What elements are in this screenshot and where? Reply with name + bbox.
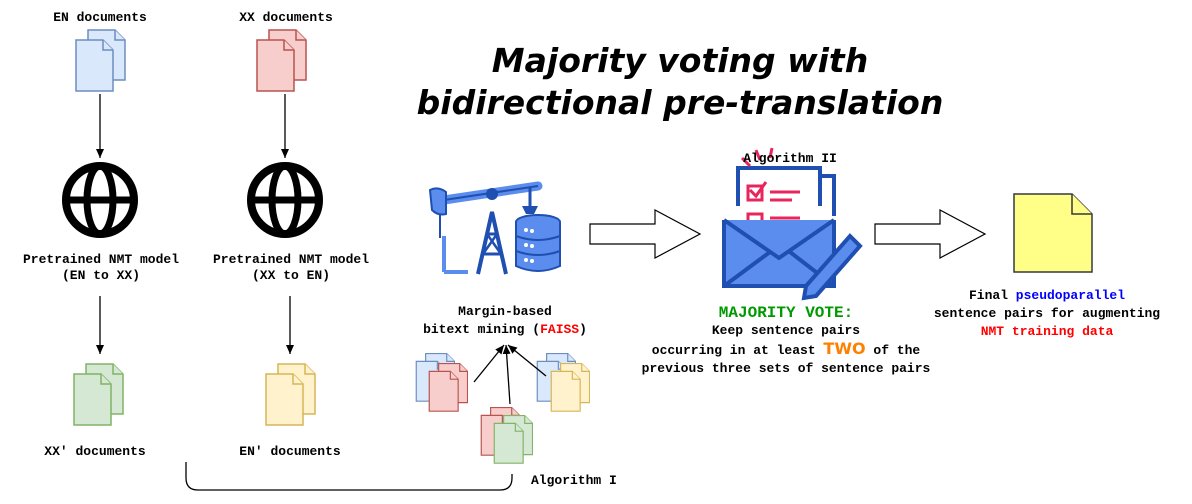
model-en-to-xx-line1: Pretrained NMT model	[22, 252, 180, 267]
oil-pump-database-icon	[428, 181, 561, 275]
globe-icon	[251, 166, 319, 234]
bracket-connector	[185, 462, 513, 491]
mining-line2: bitext mining (FAISS)	[423, 321, 587, 339]
final-output-text: Final pseudoparallel sentence pairs for …	[934, 287, 1160, 341]
model-xx-to-en-line2: (XX to EN)	[251, 268, 330, 283]
en-documents-label: EN documents	[53, 10, 147, 25]
vote-line3: previous three sets of sentence pairs	[641, 361, 931, 376]
final-line3: NMT training data	[980, 324, 1114, 339]
algorithm-1-label: Algorithm I	[531, 473, 617, 488]
diagram-title: Majority voting with bidirectional pre-t…	[417, 40, 944, 124]
majority-vote-heading: MAJORITY VOTE:	[718, 304, 854, 322]
en-prime-documents-label: EN' documents	[239, 444, 341, 459]
xx-prime-documents-label: XX' documents	[44, 444, 146, 459]
model-en-to-xx-label: Pretrained NMT model (EN to XX)	[23, 252, 179, 284]
title-line1: Majority voting with	[491, 41, 869, 80]
mined-pairs-en-xx-icon	[416, 353, 468, 412]
checklist-envelope-icon	[722, 147, 863, 301]
arrow-stack3-to-mining	[507, 344, 547, 377]
vote-line1: Keep sentence pairs	[711, 323, 861, 338]
xx-documents-icon	[257, 30, 306, 91]
final-line1: Final pseudoparallel	[934, 287, 1160, 305]
algorithm-2-label: Algorithm II	[743, 151, 837, 166]
en-documents-icon	[76, 30, 125, 91]
vote-line2: occurring in at least TWO of the	[642, 340, 931, 360]
two-highlight: TWO	[823, 339, 866, 358]
globe-icon	[66, 166, 134, 234]
hollow-arrow-to-vote	[589, 209, 702, 259]
pseudoparallel-highlight: pseudoparallel	[1015, 288, 1126, 303]
model-xx-to-en-line1: Pretrained NMT model	[212, 252, 370, 267]
final-line1-prefix: Final	[968, 288, 1016, 303]
mined-pairs-xx-xxprime-icon	[481, 407, 533, 464]
arrow-stack2-to-mining	[502, 344, 511, 405]
arrow-stack1-to-mining	[473, 344, 505, 383]
model-en-to-xx-line2: (EN to XX)	[61, 268, 140, 283]
title-line2: bidirectional pre-translation	[416, 83, 944, 122]
xx-documents-label: XX documents	[239, 10, 333, 25]
xx-prime-documents-icon	[74, 364, 123, 425]
mining-line2-suffix: )	[579, 322, 587, 337]
vote-line2-prefix: occurring in at least	[651, 343, 824, 358]
mining-line1: Margin-based	[458, 304, 552, 319]
majority-vote-text: MAJORITY VOTE: Keep sentence pairs occur…	[642, 304, 931, 378]
vote-line2-suffix: of the	[865, 343, 921, 358]
en-prime-documents-icon	[266, 364, 315, 425]
final-document-icon	[1013, 193, 1093, 273]
mining-line2-prefix: bitext mining (	[423, 322, 541, 337]
hollow-arrow-to-final	[874, 209, 987, 259]
mining-label: Margin-based bitext mining (FAISS)	[423, 303, 587, 339]
model-xx-to-en-label: Pretrained NMT model (XX to EN)	[213, 252, 369, 284]
mined-pairs-en-enprime-icon	[537, 353, 590, 412]
faiss-highlight: FAISS	[540, 322, 580, 337]
final-line2: sentence pairs for augmenting	[933, 306, 1161, 321]
